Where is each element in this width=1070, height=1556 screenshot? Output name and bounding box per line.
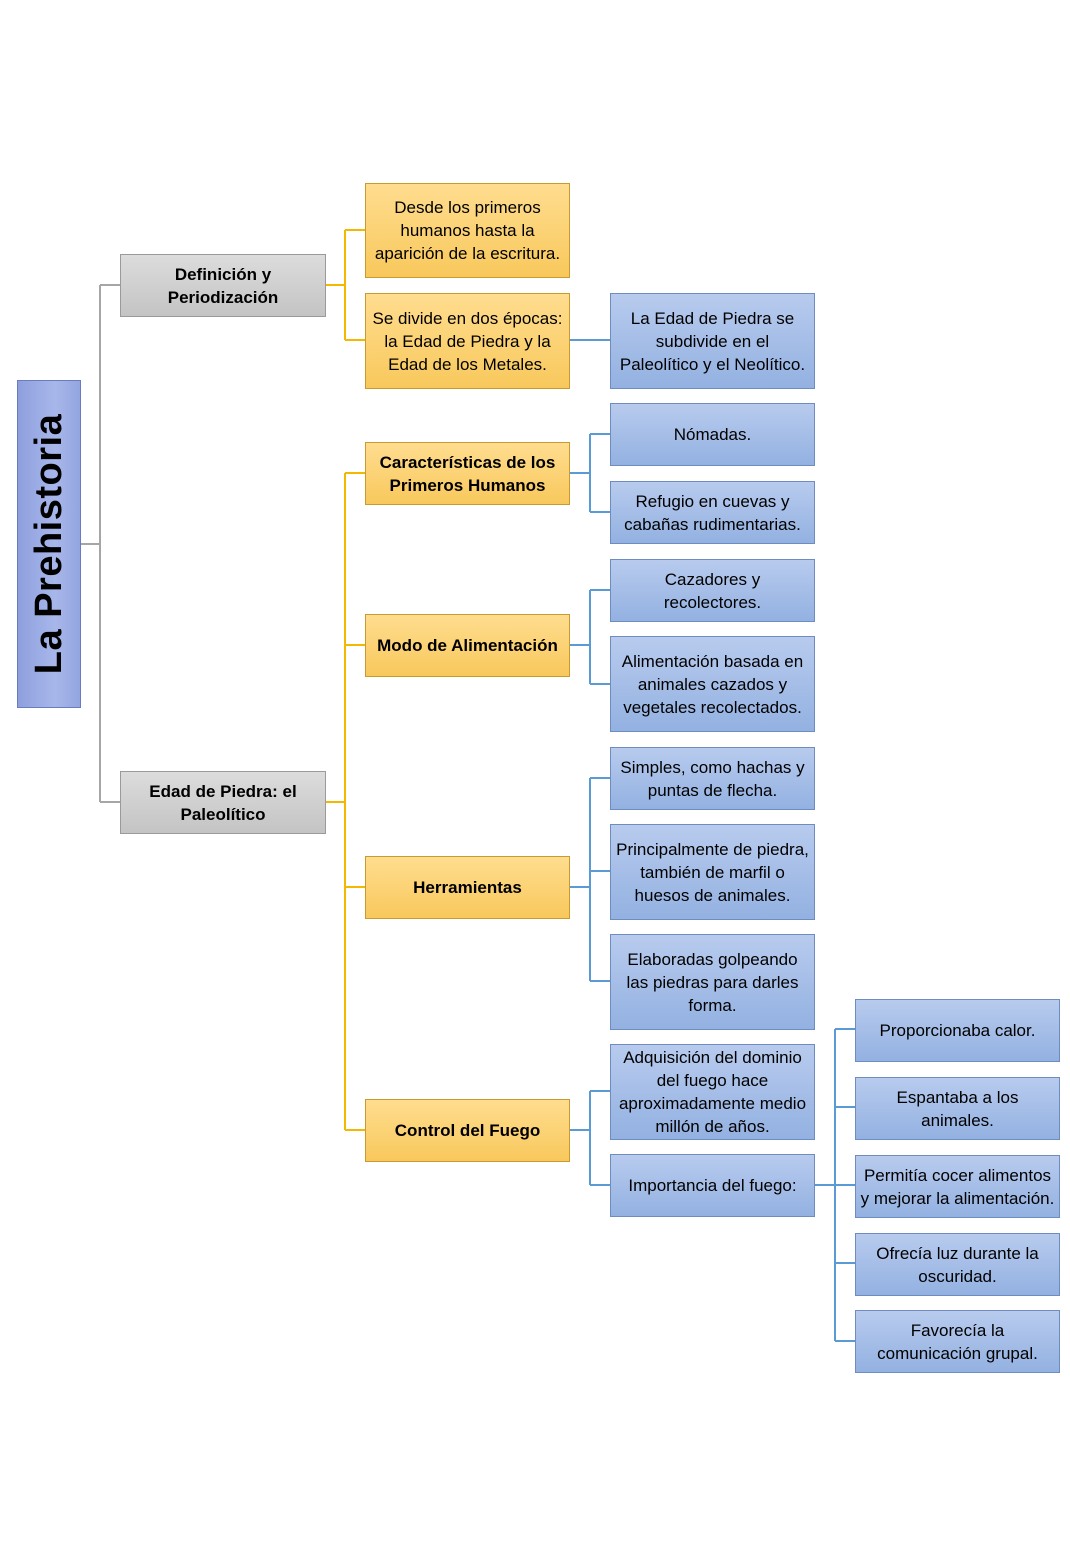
root-title: La Prehistoria (28, 413, 71, 675)
node-simples-text: Simples, como hachas y puntas de flecha. (620, 757, 805, 800)
node-espantaba: Espantaba a los animales. (855, 1077, 1060, 1140)
node-refugio-text: Refugio en cuevas y cabañas rudimentaria… (624, 491, 801, 534)
node-importancia-text: Importancia del fuego: (628, 1176, 797, 1195)
node-paleolitico: Edad de Piedra: el Paleolítico (120, 771, 326, 834)
node-calor-text: Proporcionaba calor. (879, 1021, 1036, 1040)
node-nomadas-text: Nómadas. (673, 425, 752, 444)
node-alimentacion-basada-text: Alimentación basada en animales cazados … (621, 651, 804, 717)
node-comunicacion: Favorecía la comunicación grupal. (855, 1310, 1060, 1373)
node-alimentacion-label: Modo de Alimentación (377, 636, 558, 655)
node-definicion: Definición y Periodización (120, 254, 326, 317)
node-luz: Ofrecía luz durante la oscuridad. (855, 1233, 1060, 1296)
node-caracteristicas: Características de los Primeros Humanos (365, 442, 570, 505)
node-cazadores-text: Cazadores y recolectores. (663, 569, 762, 612)
node-subdivide-text: La Edad de Piedra se subdivide en el Pal… (619, 308, 806, 374)
node-herramientas-label: Herramientas (413, 878, 522, 897)
node-fuego: Control del Fuego (365, 1099, 570, 1162)
node-nomadas: Nómadas. (610, 403, 815, 466)
root-connectors (80, 284, 120, 803)
node-alimentacion-basada: Alimentación basada en animales cazados … (610, 636, 815, 732)
level1-connectors (326, 229, 365, 1131)
node-principalmente: Principalmente de piedra, también de mar… (610, 824, 815, 920)
node-alimentacion: Modo de Alimentación (365, 614, 570, 677)
node-cocer-text: Permitía cocer alimentos y mejorar la al… (860, 1165, 1055, 1208)
node-simples: Simples, como hachas y puntas de flecha. (610, 747, 815, 810)
node-cazadores: Cazadores y recolectores. (610, 559, 815, 622)
node-adquisicion-text: Adquisición del dominio del fuego hace a… (618, 1048, 807, 1136)
node-calor: Proporcionaba calor. (855, 999, 1060, 1062)
node-refugio: Refugio en cuevas y cabañas rudimentaria… (610, 481, 815, 544)
node-divide: Se divide en dos épocas: la Edad de Pied… (365, 293, 570, 389)
node-desde-text: Desde los primeros humanos hasta la apar… (374, 198, 561, 263)
node-divide-text: Se divide en dos épocas: la Edad de Pied… (372, 308, 563, 374)
node-principalmente-text: Principalmente de piedra, también de mar… (616, 839, 809, 905)
node-subdivide: La Edad de Piedra se subdivide en el Pal… (610, 293, 815, 389)
node-comunicacion-text: Favorecía la comunicación grupal. (877, 1320, 1038, 1363)
node-fuego-label: Control del Fuego (394, 1121, 541, 1140)
node-elaboradas: Elaboradas golpeando las piedras para da… (610, 934, 815, 1030)
root-title-box: La Prehistoria (17, 380, 81, 708)
node-elaboradas-text: Elaboradas golpeando las piedras para da… (626, 949, 799, 1015)
node-desde: Desde los primeros humanos hasta la apar… (365, 183, 570, 278)
node-adquisicion: Adquisición del dominio del fuego hace a… (610, 1044, 815, 1140)
node-luz-text: Ofrecía luz durante la oscuridad. (876, 1243, 1039, 1286)
node-caracteristicas-label: Características de los Primeros Humanos (379, 452, 556, 495)
node-importancia: Importancia del fuego: (610, 1154, 815, 1217)
node-cocer: Permitía cocer alimentos y mejorar la al… (855, 1155, 1060, 1218)
node-definicion-label: Definición y Periodización (167, 264, 279, 307)
node-espantaba-text: Espantaba a los animales. (896, 1087, 1019, 1130)
node-paleolitico-label: Edad de Piedra: el Paleolítico (149, 781, 297, 824)
level2-connectors (570, 339, 855, 1342)
node-herramientas: Herramientas (365, 856, 570, 919)
